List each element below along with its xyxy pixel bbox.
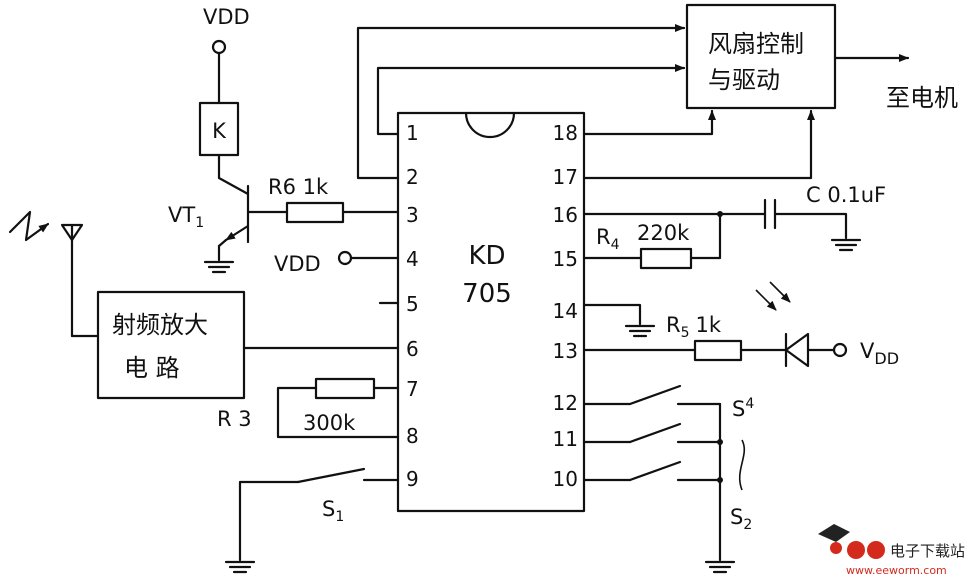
watermark-logo-icon [818,524,885,559]
pin-12: 12 [553,391,578,415]
pin-13: 13 [553,339,578,363]
vdd-led-label: VDD [860,339,899,368]
watermark-url: www.eeworm.com [846,564,947,577]
rf-amp-line1: 射频放大 [112,311,208,339]
watermark-brand: 电子下载站 [890,542,965,560]
r3-label: R 3 [217,407,252,431]
relay-to-collector [217,153,250,196]
pin-8: 8 [406,424,419,448]
relay-label: K [212,119,227,143]
switch-s1: S1 [238,467,400,562]
fan-block-line1: 风扇控制 [708,30,804,58]
resistor-r4: R4 220k [596,221,693,270]
ground-s1 [224,560,256,574]
rf-amp-block: 射频放大 电 路 [96,290,246,400]
resistor-r3 [314,377,376,400]
ground-vt1 [203,260,235,274]
pin-labels-right: 18 17 16 15 14 13 12 11 10 [553,121,578,491]
wire-pin14-gnd [582,303,642,326]
led [755,281,810,368]
ground-c [830,238,862,252]
ic-name: KD [468,241,505,271]
pin-4: 4 [406,247,419,271]
ground-pin14 [624,324,656,338]
pin-labels-left: 1 2 3 4 5 6 7 8 9 [406,121,419,491]
fan-block-line2: 与驱动 [708,66,780,94]
pin-6: 6 [406,337,419,361]
ic-number: 705 [462,279,512,309]
wire-pin17-fan [582,109,815,180]
to-motor-label: 至电机 [886,84,958,112]
vdd-pin4-terminal [337,250,353,266]
relay-k: K [198,101,240,157]
vdd-pin4-label: VDD [274,252,321,276]
pin-3: 3 [406,203,419,227]
pin-17: 17 [553,165,578,189]
pin-16: 16 [553,203,578,227]
switch-bank [582,384,746,562]
ground-switches [704,560,736,574]
pin-18: 18 [553,121,578,145]
wire-pin1-fan [376,64,686,136]
rf-amp-line2: 电 路 [124,354,180,382]
wire-pin2-fan [356,24,686,180]
pin-7: 7 [406,377,419,401]
ic-kd705: KD 705 [396,111,586,513]
resistor-r6: R6 1k [268,175,345,224]
pin-10: 10 [553,467,578,491]
vdd-led-terminal [832,342,848,358]
vdd-top-label: VDD [203,5,250,29]
s4-label: S4 [732,396,754,421]
vdd-top-terminal [211,39,227,55]
pin-5: 5 [406,292,419,316]
pin-2: 2 [406,165,419,189]
wire-r3-pin8 [276,386,400,439]
r4-value: 220k [637,221,690,245]
rf-signal-icon [8,210,50,242]
r6-label: R6 1k [268,175,329,199]
pin-9: 9 [406,467,419,491]
antenna [60,223,84,338]
wire-pin18-fan [582,109,716,136]
pin-1: 1 [406,121,419,145]
s2-label: S2 [730,505,752,533]
fan-control-block: 风扇控制 与驱动 [685,3,837,110]
transistor-vt1: VT1 [168,184,250,248]
capacitor-label: C 0.1uF [806,183,886,207]
vt1-label: VT1 [168,203,204,231]
pin-11: 11 [553,427,578,451]
capacitor-c: C 0.1uF [763,183,886,230]
pin-15: 15 [553,247,578,271]
s1-label: S1 [322,497,344,525]
pin-14: 14 [553,299,578,323]
r4-label: R4 [596,225,620,253]
r3-value: 300k [303,411,356,435]
watermark: 电子下载站 www.eeworm.com [818,524,965,577]
